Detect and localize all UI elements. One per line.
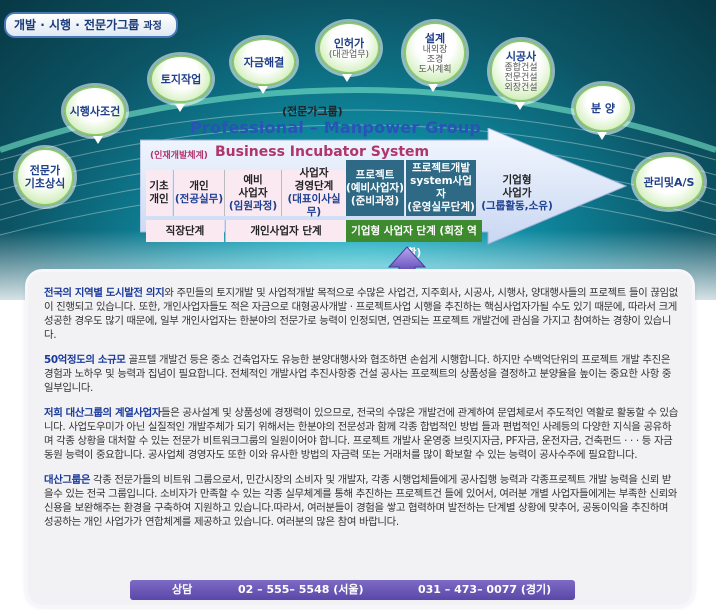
circle-label: 전문가 기초상식 <box>24 164 66 190</box>
circle-permits[interactable]: 인허가 (대관업무) <box>318 22 380 74</box>
circle-management-as[interactable]: 관리및A/S <box>634 155 704 209</box>
arrow-down-icon <box>342 74 352 82</box>
group-subtitle: (전문가그룹) <box>282 105 343 118</box>
stage-bar-individual: 개인사업자 단계 <box>225 220 346 242</box>
stage-cell-enterprise: 기업형 사업가 (그룹활동,소유) <box>481 173 553 212</box>
circle-label: 관리및A/S <box>643 175 695 189</box>
arrow-down-icon <box>93 136 103 144</box>
circle-label: 인허가 <box>333 36 365 50</box>
stage-bar-enterprise: 기업형 사업자 단계 (회장 역활) <box>346 220 482 259</box>
paragraph: 50억정도의 소규모 골프텔 개발건 등은 중소 건축업자도 유능한 분양대행사… <box>44 354 672 394</box>
content-body: 전국의 지역별 도시발전 의지와 주민들의 토지개발 및 사업적개발 목적으로 … <box>44 286 680 540</box>
stage-cell-pre-owner: 예비 사업자 (임원과정) <box>224 170 281 216</box>
page-title-suffix: 과정 <box>143 21 162 32</box>
contact-phone-gyeonggi[interactable]: 031 – 473– 0077 (경기) <box>418 583 552 596</box>
page-title: 개발 · 시행 · 전문가그룹 <box>14 18 140 32</box>
stage-cell-owner: 사업자 경영단계 (대표이사실무) <box>281 167 346 218</box>
page-title-badge: 개발 · 시행 · 전문가그룹 과정 <box>4 12 178 38</box>
arrow-up-icon <box>387 246 427 275</box>
circle-sublabel: (대관업무) <box>328 49 370 60</box>
contact-phone-seoul[interactable]: 02 – 555– 5548 (서울) <box>238 583 364 596</box>
circle-label: 토지작업 <box>160 72 202 86</box>
arrow-down-icon <box>175 104 185 112</box>
stage-cell-individual: 개인 (전공실무) <box>173 170 224 216</box>
paragraph: 저희 대산그룹의 계열사업자들은 공사설계 및 상품성에 경쟁력이 있으므로, … <box>44 407 678 461</box>
bi-system-title: Business Incubator System <box>215 144 430 160</box>
circle-expert-basics[interactable]: 전문가 기초상식 <box>16 148 74 206</box>
circle-label: 분 양 <box>590 101 616 115</box>
paragraph: 대산그룹은 각종 전문가들의 비트워 그룹으로서, 민간시장의 소비자 및 개발… <box>44 474 677 528</box>
circle-constructor[interactable]: 시공사 종합건설 전문건설 외장건설 <box>490 40 552 102</box>
contact-label: 상담 <box>172 583 193 596</box>
arrow-down-icon <box>515 102 525 110</box>
stage-cell-project-system: 프로젝트개발 system사업자 (운영실무단계) <box>405 160 476 216</box>
bi-system-label: (인재개발체계) <box>150 151 208 161</box>
arrow-down-icon <box>597 132 607 140</box>
stage-bar-job: 직장단계 <box>146 220 224 242</box>
circle-sublabel: 종합건설 전문건설 외장건설 <box>504 62 538 93</box>
circle-label: 설계 <box>424 31 446 45</box>
content-panel <box>28 272 692 605</box>
contact-bar: 상담 02 – 555– 5548 (서울) 031 – 473– 0077 (… <box>130 580 575 600</box>
circle-land-work[interactable]: 토지작업 <box>150 55 212 103</box>
circle-label: 시행사조건 <box>69 104 121 118</box>
stage-cell-basic: 기초 개인 <box>146 170 172 216</box>
arrow-down-icon <box>428 84 438 92</box>
circle-sales[interactable]: 분 양 <box>574 84 632 132</box>
circle-label: 시공사 <box>505 49 537 63</box>
circle-design[interactable]: 설계 내외장 조경 도시계획 <box>404 22 466 84</box>
circle-developer-conditions[interactable]: 시행사조건 <box>64 86 126 136</box>
circle-funding[interactable]: 자금해결 <box>232 38 296 86</box>
arrow-down-icon <box>258 86 268 94</box>
group-title: Professional – Manpower Group <box>190 118 482 137</box>
circle-label: 자금해결 <box>243 55 285 69</box>
paragraph: 전국의 지역별 도시발전 의지와 주민들의 토지개발 및 사업적개발 목적으로 … <box>44 287 678 341</box>
stage-cell-project: 프로젝트 (예비사업자) (준비과정) <box>346 160 404 216</box>
circle-sublabel: 내외장 조경 도시계획 <box>418 44 452 75</box>
